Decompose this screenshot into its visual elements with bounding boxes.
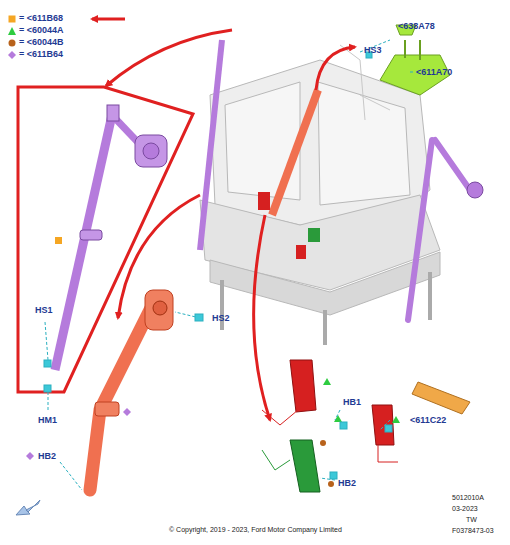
legend-swatch: [8, 51, 16, 59]
reference-code: F0378473-03: [452, 527, 494, 534]
legend-text: = <60044A: [19, 26, 64, 35]
left-belt-installed: [200, 40, 222, 250]
legend-marker: [323, 378, 331, 385]
copyright-caption: © Copyright, 2019 - 2023, Ford Motor Com…: [169, 526, 342, 533]
buckle-installed: [308, 228, 320, 242]
legend-marker: [334, 415, 342, 422]
callout-label: HS3: [364, 46, 382, 55]
rear-seat: [200, 45, 440, 345]
legend-text: = <60044B: [19, 38, 64, 47]
callout-label: HS2: [212, 314, 230, 323]
legend-marker: [26, 452, 34, 460]
strap: [412, 382, 470, 414]
legend-row: = <611B68: [8, 14, 63, 23]
highlight-frame: [18, 87, 193, 392]
center-belt: [90, 290, 173, 490]
callout-label: HM1: [38, 416, 57, 425]
legend-text: = <611B64: [19, 50, 63, 59]
callout-label: <611C22: [410, 416, 446, 425]
reference-code: TW: [466, 516, 477, 523]
legend-marker: [320, 440, 326, 446]
callout-label: <638A78: [398, 22, 435, 31]
buckles: [262, 360, 398, 492]
legend-marker: [55, 237, 62, 244]
center-belt-installed: [272, 90, 318, 215]
buckle-installed: [296, 245, 306, 259]
legend-marker: [328, 481, 334, 487]
buckle-installed: [258, 192, 270, 210]
callout-label: <611A70: [416, 68, 452, 77]
callout-label: HB1: [343, 398, 361, 407]
callout-label: HB2: [38, 452, 56, 461]
legend-swatch: [8, 27, 16, 35]
legend-swatch: [8, 39, 16, 47]
legend-row: = <60044A: [8, 26, 64, 35]
reference-code: 5012010A: [452, 494, 484, 501]
head-restraint: [380, 25, 450, 95]
legend-row: = <60044B: [8, 38, 64, 47]
callout-label: HB2: [338, 479, 356, 488]
right-belt: [408, 140, 470, 320]
legend-swatch: [8, 15, 16, 23]
callout-label: HS1: [35, 306, 53, 315]
legend-marker: [123, 408, 131, 416]
reference-code: 03-2023: [452, 505, 478, 512]
fasteners: [44, 40, 415, 490]
legend-text: = <611B68: [19, 14, 63, 23]
legend-marker: [392, 416, 400, 423]
flow-arrows: [92, 19, 355, 420]
view-arrow: [16, 500, 40, 515]
legend-row: = <611B64: [8, 50, 63, 59]
